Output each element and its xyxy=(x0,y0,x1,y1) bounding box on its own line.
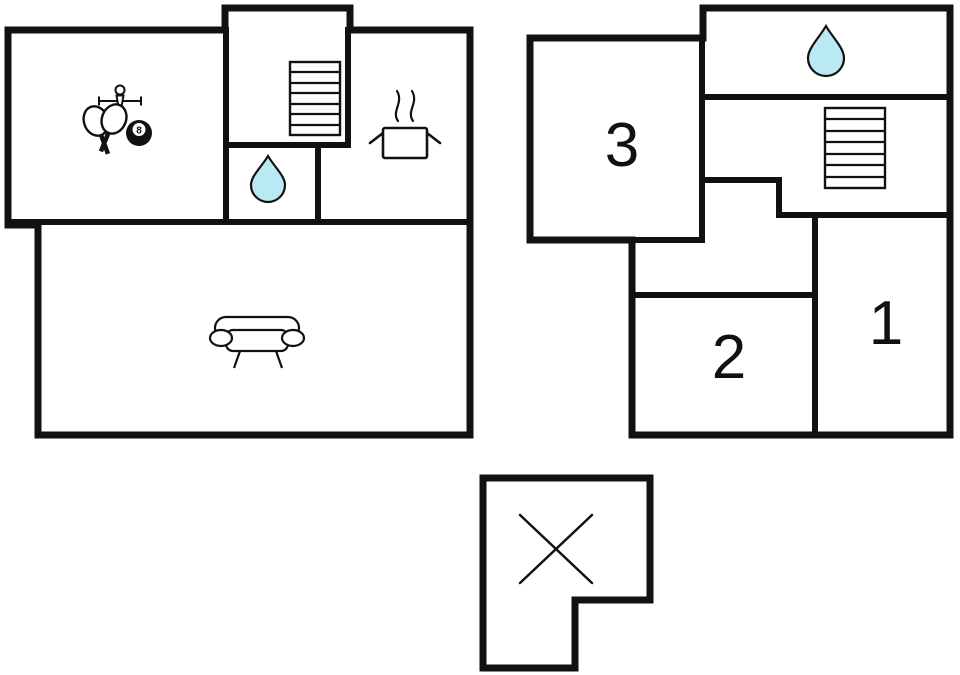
right-unit-floorplan: 3 2 1 xyxy=(526,4,954,439)
sofa-seat xyxy=(224,328,290,353)
pot-body xyxy=(381,126,429,160)
table-tennis-paddles-icon xyxy=(82,103,128,155)
room-3-label: 3 xyxy=(605,111,639,180)
steam-line xyxy=(409,89,416,123)
water-drop-icon xyxy=(806,23,846,78)
stairs-icon xyxy=(823,106,887,190)
stairs-icon xyxy=(288,60,342,137)
sofa-legs xyxy=(232,350,284,369)
room-2-label: 2 xyxy=(712,323,746,392)
room-1-label: 1 xyxy=(869,289,903,358)
right-unit-interior-walls xyxy=(527,35,953,438)
x-mark-icon xyxy=(518,513,594,585)
annex-exterior-walls xyxy=(479,474,654,672)
steaming-pot-icon xyxy=(368,89,442,160)
eight-ball-icon: 8 xyxy=(126,120,152,146)
sofa-armrest xyxy=(280,328,306,348)
pot-handles xyxy=(368,131,442,145)
annex-floorplan xyxy=(479,474,654,672)
left-unit-floorplan: 8 xyxy=(4,4,474,439)
left-unit-interior-walls xyxy=(5,27,473,225)
eight-ball-label: 8 xyxy=(136,126,142,137)
sofa-armrest xyxy=(208,328,234,348)
water-drop-icon xyxy=(249,153,287,204)
steam-line xyxy=(394,89,401,123)
sofa-icon xyxy=(208,315,306,369)
